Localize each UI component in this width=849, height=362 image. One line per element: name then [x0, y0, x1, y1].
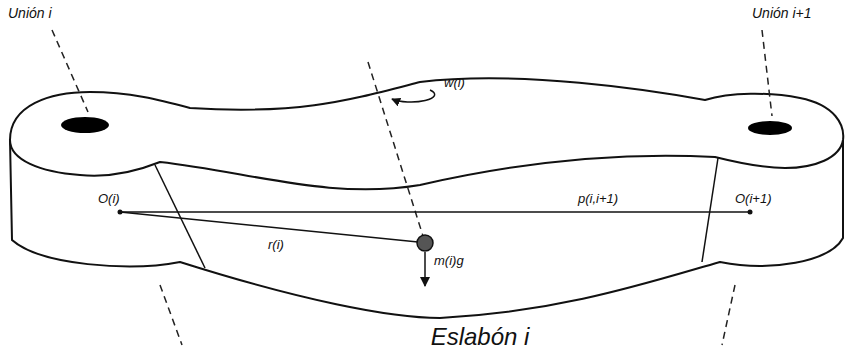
joint-label: Unión i [8, 6, 52, 21]
seam-line [702, 158, 718, 262]
joint-axis [762, 30, 772, 116]
rotation-arrow [392, 90, 435, 102]
position-vector [120, 211, 750, 213]
joint-axis [722, 285, 735, 345]
rotation-axis [368, 62, 423, 236]
joint-hole [748, 121, 792, 135]
center-of-mass [417, 235, 433, 251]
joint-hole [61, 117, 109, 133]
link-top-surface [10, 78, 843, 189]
frame-origin [748, 210, 753, 215]
origin-label: O(i+1) [735, 192, 771, 206]
vector-label: p(i,i+1) [578, 192, 618, 206]
joint-axis [52, 30, 88, 112]
frame-origin [118, 210, 123, 215]
angular-velocity-label: w(i) [444, 76, 465, 90]
figure-caption: Eslabón i [431, 324, 530, 350]
origin-label: O(i) [98, 192, 120, 206]
joint-axis [160, 285, 182, 345]
weight-label: m(i)g [434, 254, 464, 268]
joint-label: Unión i+1 [752, 6, 812, 21]
weight-arrow [424, 252, 426, 286]
vector-label: r(i) [268, 238, 284, 252]
